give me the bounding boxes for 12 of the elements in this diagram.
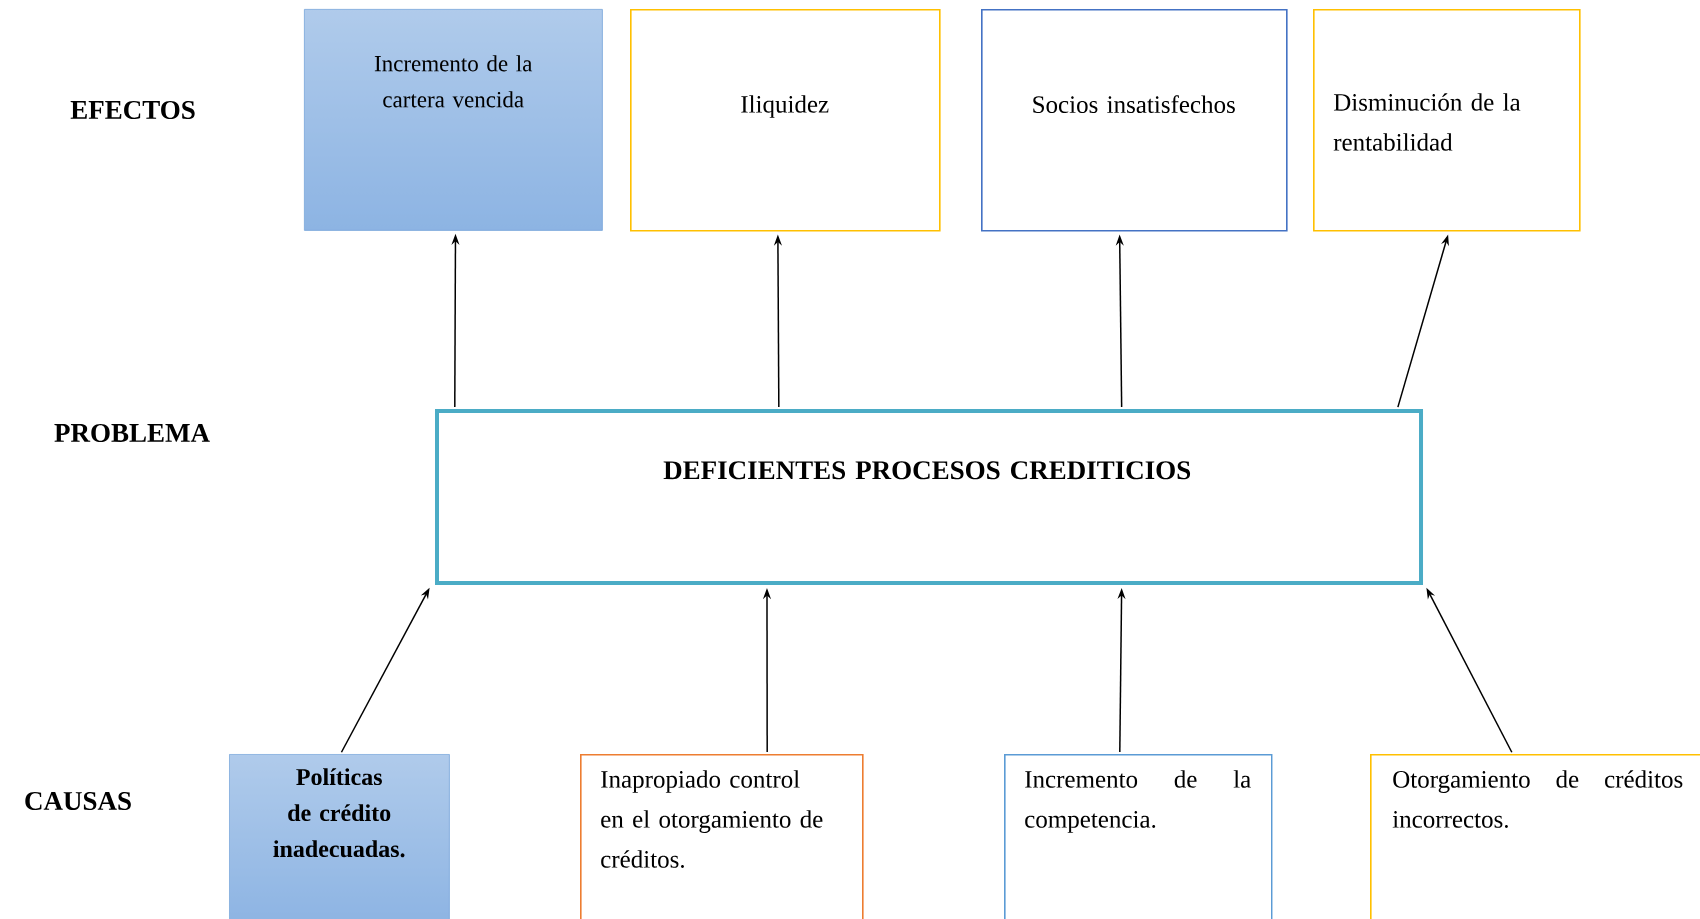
effect-box: Incremento de la cartera vencida [304,9,603,231]
row-label: CAUSAS [25,791,131,811]
cause-box: Incremento de la competencia. [1004,754,1273,919]
row-label: PROBLEMA [54,423,210,443]
cause-box: Políticas de crédito inadecuadas. [229,754,450,919]
effect-box: Disminución de la rentabilidad [1313,9,1581,232]
effect-box: Socios insatisfechos [981,9,1288,232]
problem-box: DEFICIENTES PROCESOS CREDITICIOS [435,409,1423,585]
cause-box: Inapropiado control en el otorgamiento de créditos. [580,754,864,919]
effect-box: Iliquidez [630,9,941,232]
row-label: EFECTOS [70,100,195,120]
cause-box: Otorgamiento de créditos incorrectos. [1370,754,1700,919]
